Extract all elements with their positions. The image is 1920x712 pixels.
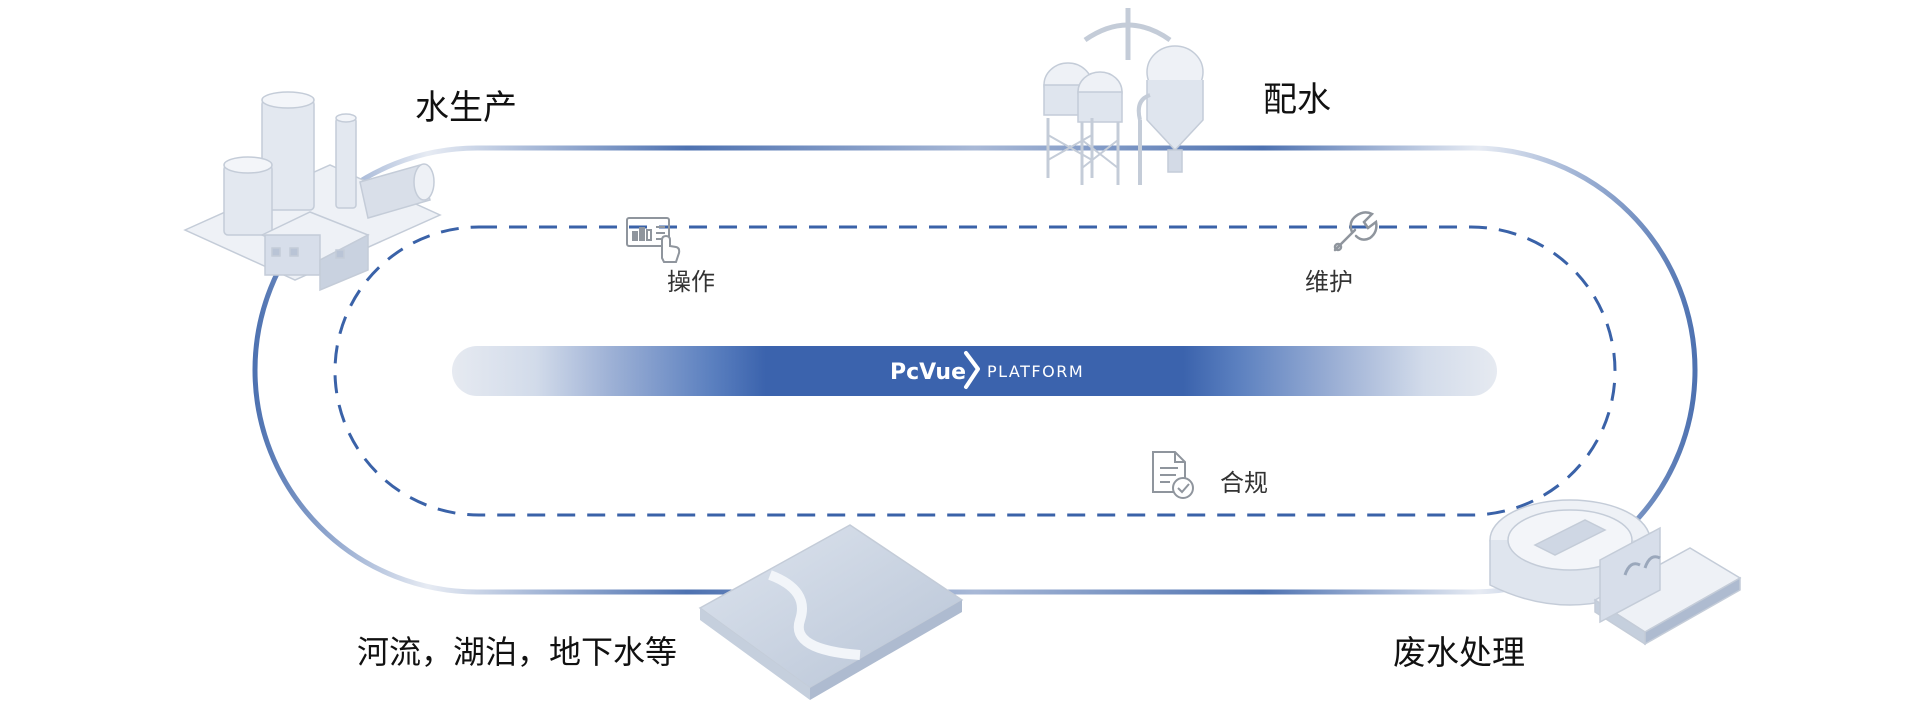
label-compliance: 合规 bbox=[1220, 469, 1268, 497]
wrench-icon bbox=[1333, 211, 1378, 252]
river-lake-terrain-icon bbox=[698, 524, 964, 700]
wastewater-plant-icon bbox=[1489, 499, 1742, 646]
pcvue-logo-icon bbox=[964, 351, 980, 389]
inner-activity-loop bbox=[333, 225, 1617, 517]
platform-label: PLATFORM bbox=[987, 362, 1084, 381]
platform-brand: PcVue bbox=[890, 360, 966, 385]
dashboard-touch-icon bbox=[626, 217, 681, 263]
label-water-sources: 河流，湖泊，地下水等 bbox=[357, 633, 678, 671]
pcvue-platform-bar: PcVue PLATFORM bbox=[452, 346, 1497, 396]
label-distribution: 配水 bbox=[1263, 80, 1331, 120]
label-water-production: 水生产 bbox=[415, 88, 517, 128]
distribution-towers-icon bbox=[1043, 8, 1204, 185]
water-production-plant-icon bbox=[183, 91, 442, 292]
label-maintenance: 维护 bbox=[1305, 268, 1353, 296]
label-wastewater-treatment: 废水处理 bbox=[1393, 633, 1525, 672]
document-check-icon bbox=[1152, 451, 1194, 499]
label-operation: 操作 bbox=[667, 268, 715, 296]
outer-process-loop bbox=[252, 145, 1698, 595]
